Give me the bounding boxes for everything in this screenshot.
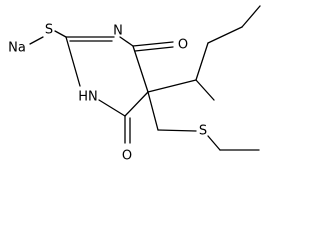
- bond-s-ethyl: [207, 135, 221, 151]
- bond-n1-c2: [65, 36, 81, 87]
- bond-ch2-ch2: [207, 26, 243, 44]
- bond-c5-c6: [124, 91, 149, 117]
- bond-ch2-s: [157, 129, 197, 132]
- bond-c4-c5: [132, 45, 149, 93]
- ring-nitrogen-bottom-label: HN: [78, 90, 98, 105]
- ring-nitrogen-top-label: N: [113, 24, 123, 39]
- molecule-structure: Na S N HN O O S: [8, 5, 261, 164]
- sodium-label: Na: [8, 41, 26, 56]
- thiol-sulfur-label: S: [45, 23, 53, 38]
- bond-ch-ch2: [195, 42, 209, 81]
- bond-ch2-ch3: [241, 5, 261, 28]
- bond-c4-o-double: [134, 46, 174, 52]
- bond-c4-o: [132, 41, 174, 47]
- carbonyl-oxygen-top-label: O: [178, 38, 188, 53]
- carbonyl-oxygen-bottom-label: O: [122, 149, 132, 164]
- bond-c6-n1: [98, 99, 126, 117]
- bond-n3-c4: [119, 36, 134, 47]
- bond-s-c2: [54, 30, 67, 38]
- bond-na-s: [29, 36, 44, 45]
- bond-c5-ch2s: [147, 91, 159, 131]
- bond-c5-ch: [147, 79, 197, 93]
- bond-ch-methyl: [195, 79, 215, 101]
- thioether-sulfur-label: S: [199, 124, 207, 139]
